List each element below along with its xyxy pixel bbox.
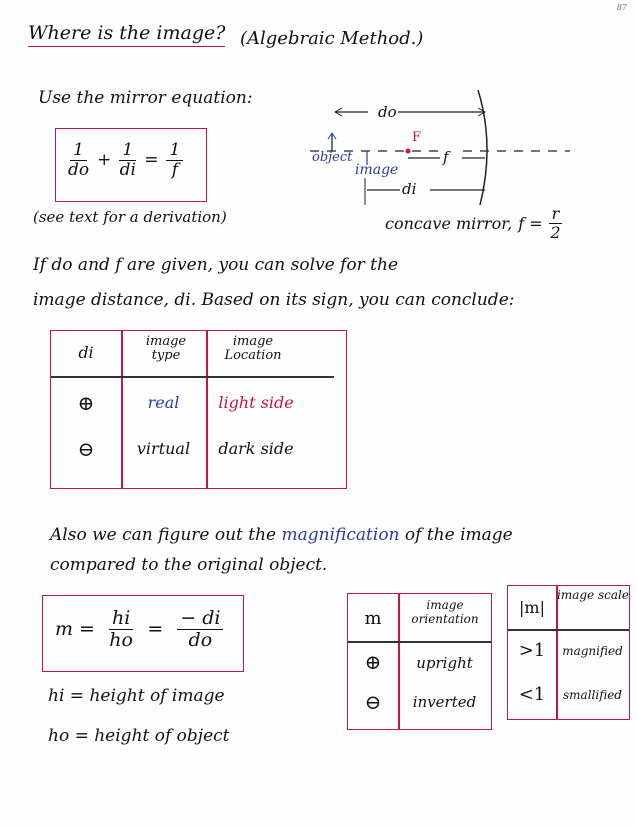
caption-denominator: 2	[550, 222, 561, 242]
do-label: do	[378, 103, 397, 121]
header-image-type: image type	[145, 334, 187, 364]
header-image-location: image Location	[224, 334, 282, 364]
definition-hi: hi = height of image	[48, 686, 225, 706]
image-label: image	[355, 162, 399, 178]
page-title: Where is the image?	[28, 22, 226, 47]
caption-formula: f =	[518, 213, 543, 233]
caption-numerator: r	[548, 205, 563, 224]
text-line-3: Also we can figure out the magnification…	[50, 525, 513, 545]
sign-positive: ⊕	[364, 650, 382, 674]
orientation-inverted: inverted	[412, 693, 477, 711]
plus-sign: +	[97, 150, 112, 171]
m-label: m =	[55, 618, 95, 641]
text-segment: of the image	[404, 525, 513, 545]
intro-text: Use the mirror equation:	[38, 88, 253, 108]
numerator: 1	[166, 141, 184, 161]
sign-negative: ⊖	[364, 690, 382, 714]
greater-than-one: >1	[518, 640, 546, 661]
header-m: m	[364, 608, 382, 629]
denominator: do	[188, 628, 213, 651]
numerator: hi	[108, 608, 134, 630]
page-subtitle: (Algebraic Method.)	[240, 28, 424, 49]
header-abs-m: |m|	[519, 598, 545, 617]
numerator: − di	[177, 608, 224, 630]
focal-point-label: F	[412, 130, 422, 145]
sign-positive: ⊕	[77, 391, 95, 415]
numerator: 1	[119, 141, 137, 161]
location-dark-side: dark side	[218, 439, 294, 458]
f-label: f	[443, 148, 449, 166]
derivation-note: (see text for a derivation)	[33, 208, 227, 226]
orientation-table: m image orientation ⊕ upright ⊖ inverted	[347, 593, 492, 730]
numerator: 1	[70, 141, 87, 161]
location-light-side: light side	[218, 393, 294, 412]
orientation-upright: upright	[416, 654, 473, 672]
text-line-4: compared to the original object.	[50, 555, 328, 575]
type-real: real	[147, 393, 180, 412]
denominator: do	[68, 159, 90, 180]
definition-ho: ho = height of object	[48, 726, 230, 746]
header-image-scale: image scale	[557, 588, 629, 602]
text-line-1: If do and f are given, you can solve for…	[33, 255, 399, 275]
concave-mirror-diagram	[310, 90, 570, 205]
denominator: di	[119, 159, 136, 180]
scale-table: |m| image scale >1 magnified <1 smallifi…	[507, 585, 630, 720]
equals-sign: =	[147, 618, 164, 641]
focal-point	[405, 148, 411, 154]
magnification-term: magnification	[281, 525, 400, 545]
header-image-orientation: image orientation	[411, 598, 479, 627]
scale-magnified: magnified	[562, 644, 623, 658]
less-than-one: <1	[518, 684, 546, 705]
text-line-2: image distance, di. Based on its sign, y…	[33, 290, 515, 310]
type-virtual: virtual	[136, 439, 191, 458]
denominator: f	[171, 159, 179, 180]
object-label: object	[312, 150, 353, 165]
equals-sign: =	[144, 150, 159, 171]
image-type-table: di image type image Location ⊕ real ligh…	[50, 330, 347, 489]
sign-negative: ⊖	[77, 437, 95, 461]
text-segment: Also we can figure out the	[50, 525, 277, 545]
do-arrowheads	[333, 107, 487, 117]
scale-smallified: smallified	[563, 688, 622, 702]
di-label: di	[402, 180, 417, 198]
header-di: di	[78, 343, 94, 362]
mirror-curve	[477, 90, 488, 205]
caption-text: concave mirror,	[385, 213, 513, 233]
page-number: 87	[616, 3, 627, 12]
denominator: ho	[109, 628, 133, 651]
